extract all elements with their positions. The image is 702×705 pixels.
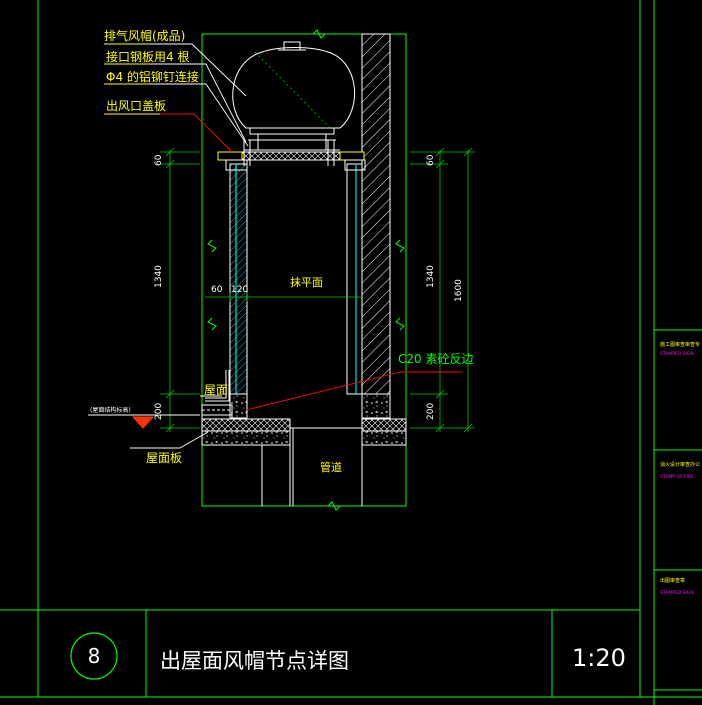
dim-right-top: 60 [426, 154, 436, 166]
dim-left-top: 60 [154, 154, 164, 166]
masonry-wall [361, 33, 391, 395]
detail-scale: 1:20 [572, 644, 626, 672]
stamp3-en: STAMPED SIGN [660, 590, 694, 596]
leader-lines [104, 43, 462, 449]
label-concrete-curb: C20 素砼反边 [398, 352, 473, 366]
label-roof-slab: 屋面板 [146, 451, 182, 465]
duct-walls [229, 163, 363, 395]
structure-elevation-label: (屋面结构标高) [90, 406, 131, 414]
detail-title: 出屋面风帽节点详图 [160, 649, 349, 673]
stamp1-cn: 施工图审查审查专 [660, 341, 700, 348]
label-duct: 管道 [320, 460, 342, 474]
label-plate-note-2: Φ4 的铝铆钉连接 [106, 69, 199, 84]
detail-number-circle [70, 632, 118, 680]
stamp2-cn: 消火设计审查办公 [660, 461, 700, 468]
label-plate-note-1: 接口钢板用4 根 [106, 49, 189, 64]
dimension-texts: 60 1340 200 60 1340 200 1600 60 120 [154, 154, 464, 420]
dim-left-mid: 1340 [154, 265, 164, 288]
exhaust-cap [232, 41, 356, 151]
stamp3-cn: 出图审查章 [660, 577, 685, 584]
wall-dimension [205, 292, 362, 302]
dim-left-bot: 200 [154, 403, 164, 420]
label-roof-surface: 屋面 [204, 383, 228, 397]
elevation-marker: (屋面结构标高) [88, 406, 200, 429]
dim-wall-a: 60 [211, 285, 223, 295]
label-exhaust-cap: 排气风帽(成品) [104, 28, 185, 43]
dim-right-bot: 200 [426, 403, 436, 420]
detail-boundary [201, 33, 407, 507]
label-plaster: 抹平面 [290, 276, 323, 289]
elevation-triangle-icon [131, 416, 155, 429]
stamp1-en: STAMPED SIGN [660, 351, 694, 357]
detail-number: 8 [88, 644, 101, 668]
dim-right-mid: 1340 [426, 265, 436, 288]
dim-wall-b: 120 [231, 285, 248, 295]
roof-section [201, 370, 407, 506]
stamp2-en: STAMP OF FIRE [660, 474, 694, 480]
break-marks [207, 29, 405, 511]
outlet-cover-plate [217, 140, 366, 171]
dim-right-total: 1600 [454, 279, 464, 302]
stamp-panel: 施工图审查审查专 STAMPED SIGN 消火设计审查办公 STAMP OF … [653, 0, 702, 705]
left-dimensions [160, 147, 200, 433]
title-block: 8 出屋面风帽节点详图 1:20 [70, 632, 626, 680]
right-dimensions [410, 147, 475, 433]
label-outlet-cover: 出风口盖板 [106, 99, 166, 113]
annotation-labels: 排气风帽(成品) 接口钢板用4 根 Φ4 的铝铆钉连接 出风口盖板 屋面 屋面板… [104, 28, 473, 474]
